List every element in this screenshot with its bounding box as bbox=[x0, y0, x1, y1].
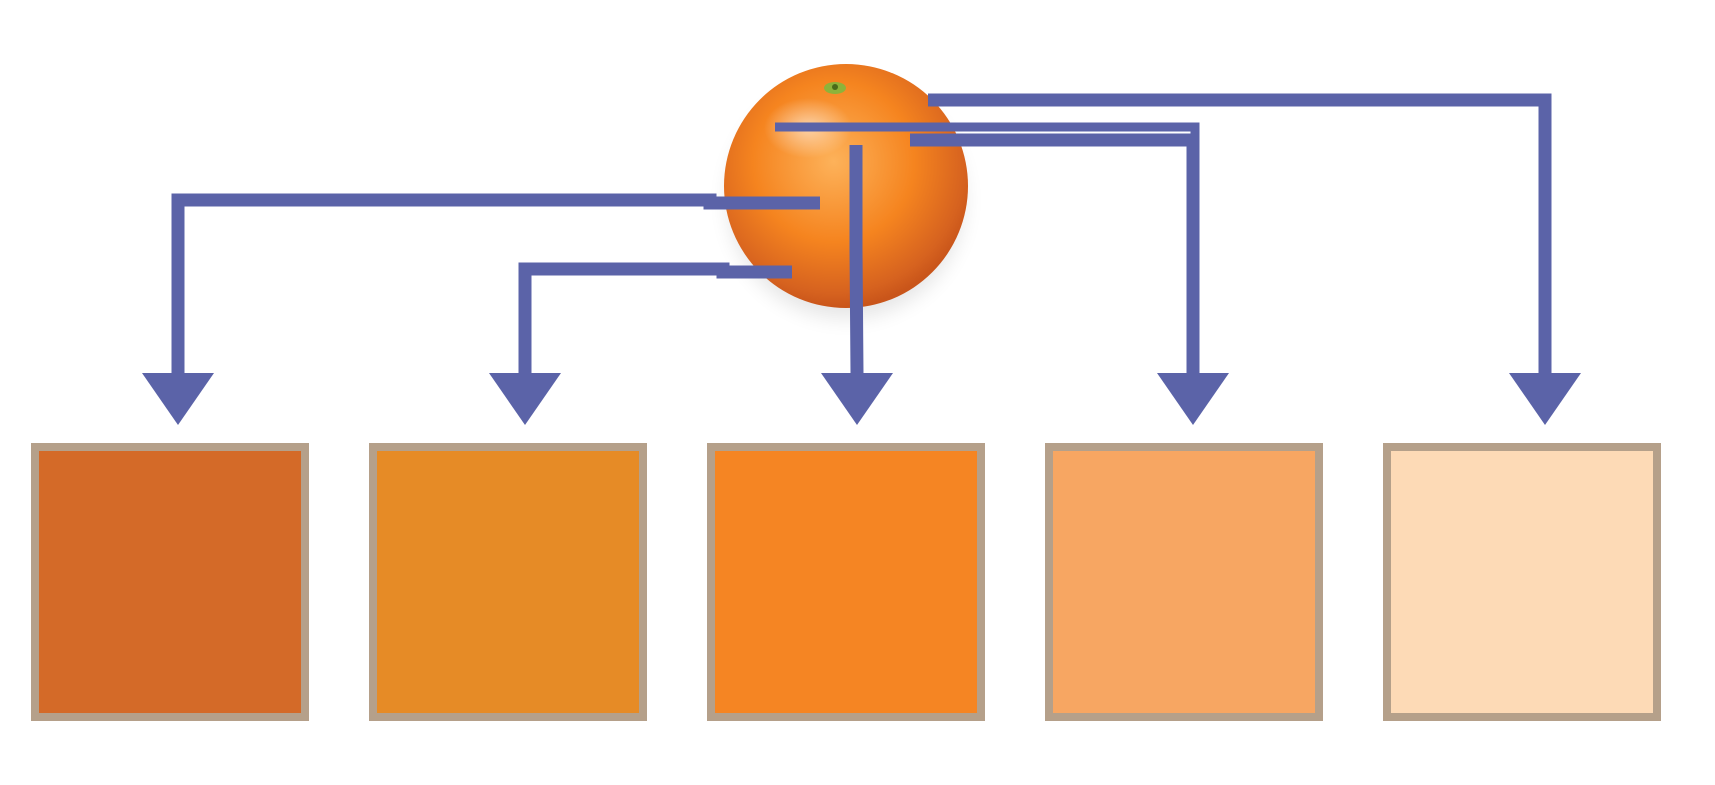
connector-arrow-1 bbox=[142, 193, 820, 425]
connector-arrow-4 bbox=[775, 122, 1229, 425]
arrowhead-icon bbox=[489, 373, 561, 425]
orange-stem-icon bbox=[824, 82, 846, 94]
arrowhead-icon bbox=[1509, 373, 1581, 425]
arrowhead-icon bbox=[821, 373, 893, 425]
swatch-2 bbox=[369, 443, 647, 721]
connector-line-1 bbox=[171, 193, 820, 373]
swatch-1 bbox=[31, 443, 309, 721]
connector-arrow-5 bbox=[928, 93, 1581, 425]
connector-arrow-2 bbox=[489, 262, 792, 425]
color-swatches bbox=[31, 443, 1661, 721]
connector-branch-4 bbox=[775, 122, 1200, 140]
swatch-4 bbox=[1045, 443, 1323, 721]
connector-arrows bbox=[142, 93, 1581, 425]
arrowhead-icon bbox=[142, 373, 214, 425]
connector-line-2 bbox=[518, 262, 792, 373]
connector-line-3 bbox=[849, 145, 864, 374]
arrowhead-icon bbox=[1157, 373, 1229, 425]
connector-line-5 bbox=[928, 93, 1552, 373]
swatch-3 bbox=[707, 443, 985, 721]
swatch-5 bbox=[1383, 443, 1661, 721]
connector-arrow-3 bbox=[821, 145, 893, 425]
